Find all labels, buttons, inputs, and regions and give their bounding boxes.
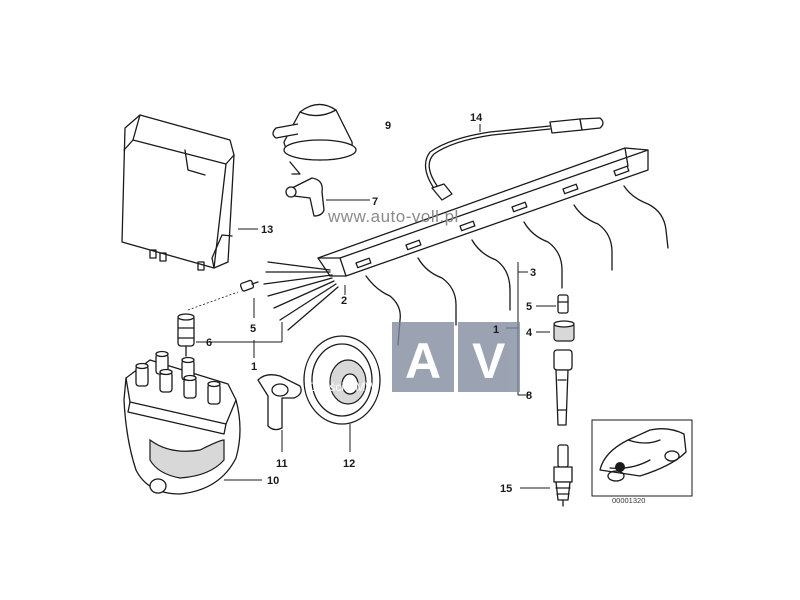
- watermark-url: www.auto-voll.pl: [327, 207, 459, 226]
- part-8-plug-connector-long: [553, 349, 573, 426]
- callout-6: 6: [206, 337, 212, 349]
- part-4-suppressor-sleeve: [553, 320, 575, 342]
- part-11-rotor-arm: [257, 374, 302, 431]
- callout-11: 11: [276, 458, 288, 470]
- part-9-distributor-cap-boot: [272, 103, 357, 175]
- callout-12: 12: [343, 458, 355, 470]
- part-12-disc: [303, 335, 381, 425]
- watermark-logo: A V: [392, 322, 520, 392]
- part-10-distributor-cap: [123, 350, 241, 495]
- part-15-spark-plug: [553, 444, 573, 507]
- callout-4: 4: [526, 327, 533, 339]
- watermark-logo-right: V: [472, 333, 506, 389]
- callout-1-left: 1: [251, 361, 257, 373]
- callout-3: 3: [530, 267, 536, 279]
- callout-13: 13: [261, 224, 273, 236]
- callout-10: 10: [267, 475, 279, 487]
- inset-vehicle-location: 00001320: [591, 419, 693, 505]
- callout-9: 9: [385, 120, 391, 132]
- location-marker-icon: [615, 462, 625, 472]
- callout-8: 8: [526, 390, 532, 402]
- part-6-protective-cap: [177, 313, 195, 357]
- part-5-terminal-nut: [557, 294, 569, 314]
- callout-15: 15: [500, 483, 512, 495]
- watermark-caption: Części BMW: [308, 380, 377, 394]
- part-5-terminal-left: [239, 279, 259, 292]
- callout-14: 14: [470, 112, 483, 124]
- part-7-plug-connector: [285, 177, 325, 217]
- callout-5-right: 5: [526, 301, 532, 313]
- part-13-control-unit: [121, 114, 235, 271]
- part-14-sensor-cable: [424, 117, 604, 201]
- callout-1-right: 1: [493, 324, 499, 336]
- part-2-ignition-lead-harness: [263, 147, 669, 346]
- callout-7: 7: [372, 196, 378, 208]
- callout-5-left: 5: [250, 323, 256, 335]
- watermark-logo-left: A: [405, 333, 441, 389]
- callout-2: 2: [341, 295, 347, 307]
- inset-code: 00001320: [612, 496, 645, 505]
